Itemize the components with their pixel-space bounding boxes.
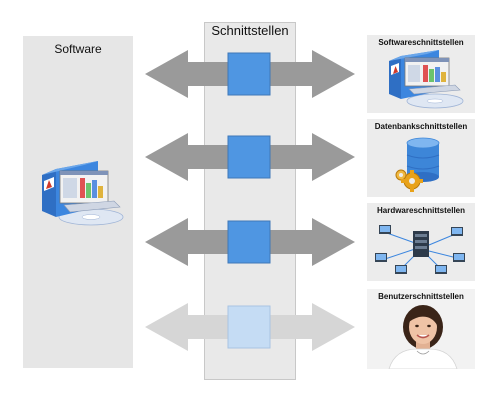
software-box-icon [389,50,464,109]
square-database-interface [227,135,271,179]
card-label-software: Softwareschnittstellen [378,38,464,47]
card-database-interfaces: Datenbankschnittstellen [367,119,475,197]
hardware-network-icon [375,225,465,274]
card-hardware-interfaces: Hardwareschnittstellen [367,203,475,281]
card-label-database: Datenbankschnittstellen [374,122,468,131]
user-portrait-icon [388,305,458,369]
square-software-interface [227,52,271,96]
database-gears-icon [395,137,440,192]
software-panel-title: Software [54,42,102,56]
square-user-interface [227,305,271,349]
software-box-icon [42,161,124,226]
square-hardware-interface [227,220,271,264]
card-software-interfaces: Softwareschnittstellen [367,35,475,113]
card-label-hardware: Hardwareschnittstellen [376,206,466,215]
card-user-interfaces: Benutzerschnittstellen [367,289,475,369]
card-label-user: Benutzerschnittstellen [378,292,464,301]
interfaces-column-title: Schnittstellen [211,23,289,38]
